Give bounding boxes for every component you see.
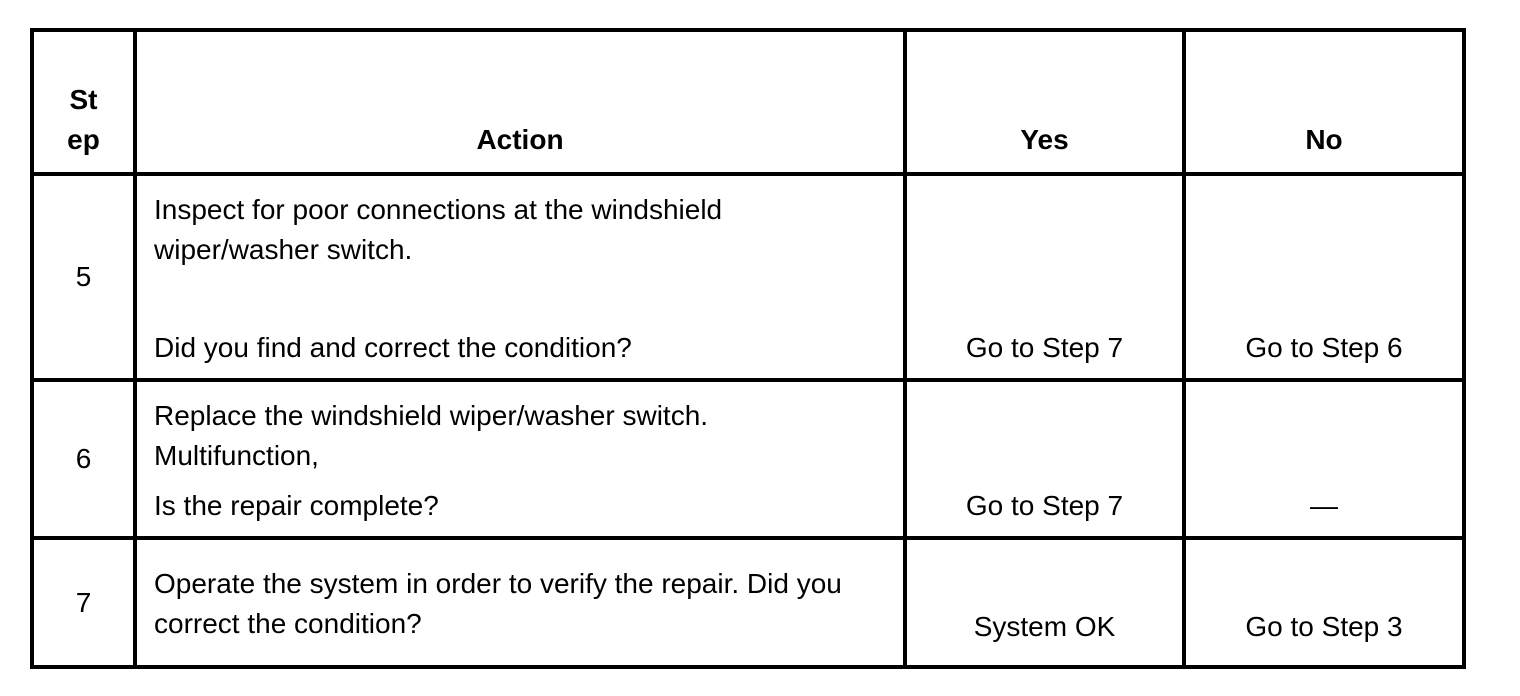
header-no: No <box>1182 28 1466 176</box>
no-cell: Go to Step 3 <box>1182 536 1466 669</box>
action-text: Replace the windshield wiper/washer swit… <box>154 396 893 476</box>
step-number: 7 <box>30 536 137 669</box>
yes-cell: Go to Step 7 <box>903 378 1186 540</box>
action-line: Multifunction, <box>154 440 319 471</box>
troubleshooting-table: St ep Action Yes No 5 Inspect for poor c… <box>30 28 1466 669</box>
yes-cell: System OK <box>903 536 1186 669</box>
action-line: correct the condition? <box>154 607 422 639</box>
header-yes: Yes <box>903 28 1186 176</box>
no-cell: — <box>1182 378 1466 540</box>
action-question: Did you find and correct the condition? <box>154 332 632 363</box>
step-number: 5 <box>30 172 137 382</box>
action-text: Inspect for poor connections at the wind… <box>154 190 893 270</box>
table-row-step-6: 6 Replace the windshield wiper/washer sw… <box>30 378 1466 540</box>
action-cell: Replace the windshield wiper/washer swit… <box>133 378 907 540</box>
action-line: Operate the system in order to verify th… <box>154 567 842 599</box>
header-step: St ep <box>30 28 137 176</box>
action-line: Replace the windshield wiper/washer swit… <box>154 400 709 431</box>
step-number: 6 <box>30 378 137 540</box>
table-row-step-7: 7 Operate the system in order to verify … <box>30 536 1466 669</box>
action-text: Operate the system in order to verify th… <box>154 564 893 644</box>
no-cell: Go to Step 6 <box>1182 172 1466 382</box>
table-header-row: St ep Action Yes No <box>30 28 1466 176</box>
action-question: Is the repair complete? <box>154 490 439 521</box>
yes-cell: Go to Step 7 <box>903 172 1186 382</box>
action-cell: Inspect for poor connections at the wind… <box>133 172 907 382</box>
action-cell: Operate the system in order to verify th… <box>133 536 907 669</box>
table-row-step-5: 5 Inspect for poor connections at the wi… <box>30 172 1466 382</box>
action-line: Inspect for poor connections at the wind… <box>154 194 723 225</box>
header-action: Action <box>133 28 907 176</box>
action-line: wiper/washer switch. <box>154 234 413 265</box>
